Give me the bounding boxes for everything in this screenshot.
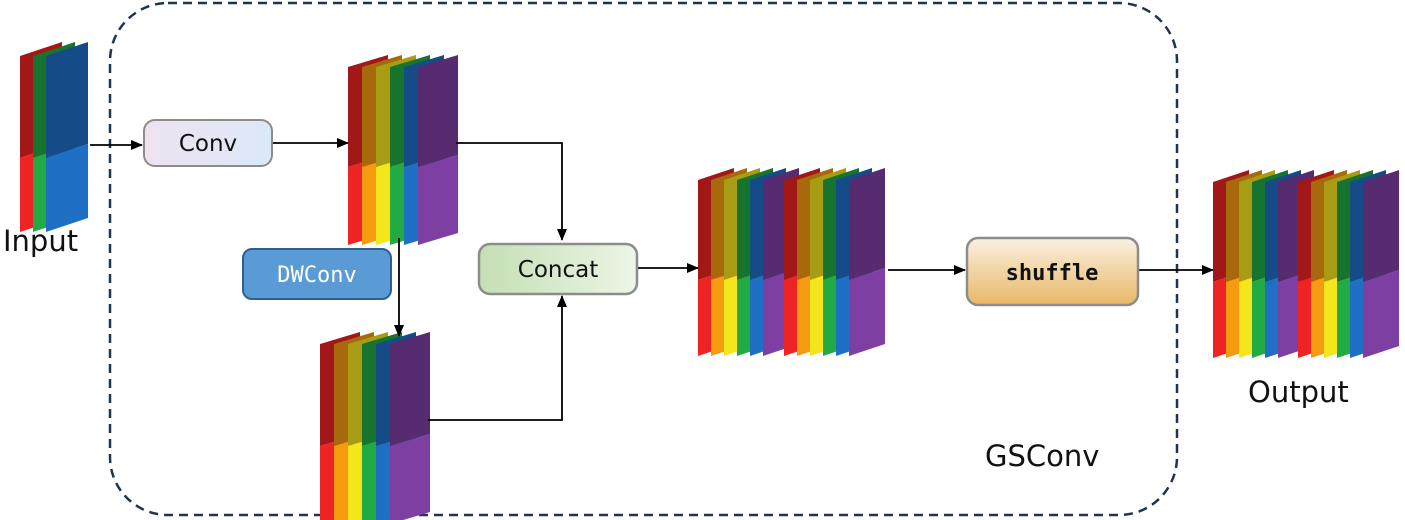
slice-top-face (1363, 170, 1399, 282)
output-feature-stack-b (1298, 170, 1399, 358)
slice-front-face (418, 155, 458, 245)
concat-block: Concat (477, 242, 639, 296)
input-label: Input (3, 224, 78, 258)
shuffle-label: shuffle (1006, 261, 1099, 286)
arrow-features-to-concat (456, 142, 567, 241)
concat-feature-stack-b (784, 168, 885, 356)
slice-front-face (849, 268, 885, 356)
slice-top-face (849, 168, 885, 280)
shuffle-block: shuffle (965, 236, 1140, 307)
gsconv-frame (108, 1, 1179, 517)
dwconv-box (242, 248, 392, 300)
arrow-dwconv-output-to-concat (428, 295, 567, 421)
conv-label: Conv (179, 131, 237, 157)
feature-stacks (20, 42, 1399, 520)
input-feature-stack (20, 42, 88, 232)
concat-box (477, 242, 639, 296)
dwconv-block: DWConv (242, 248, 392, 300)
slice-top-face (46, 42, 88, 158)
conv-box (143, 119, 273, 167)
concat-feature-stack-a (698, 168, 799, 356)
slice-front-face (46, 144, 88, 232)
concat-label: Concat (518, 257, 598, 283)
shuffle-box (965, 236, 1140, 307)
conv-feature-stack (348, 55, 458, 245)
output-label: Output (1248, 375, 1349, 409)
slice-top-face (390, 332, 430, 446)
gsconv-label: GSConv (985, 439, 1099, 473)
conv-block: Conv (143, 119, 273, 167)
slice-front-face (1363, 270, 1399, 358)
dwconv-feature-stack (320, 332, 430, 520)
connectors (90, 138, 1214, 421)
slice-top-face (418, 55, 458, 167)
output-feature-stack-a (1213, 170, 1314, 358)
slice-front-face (390, 434, 430, 520)
dwconv-label: DWConv (277, 263, 356, 288)
